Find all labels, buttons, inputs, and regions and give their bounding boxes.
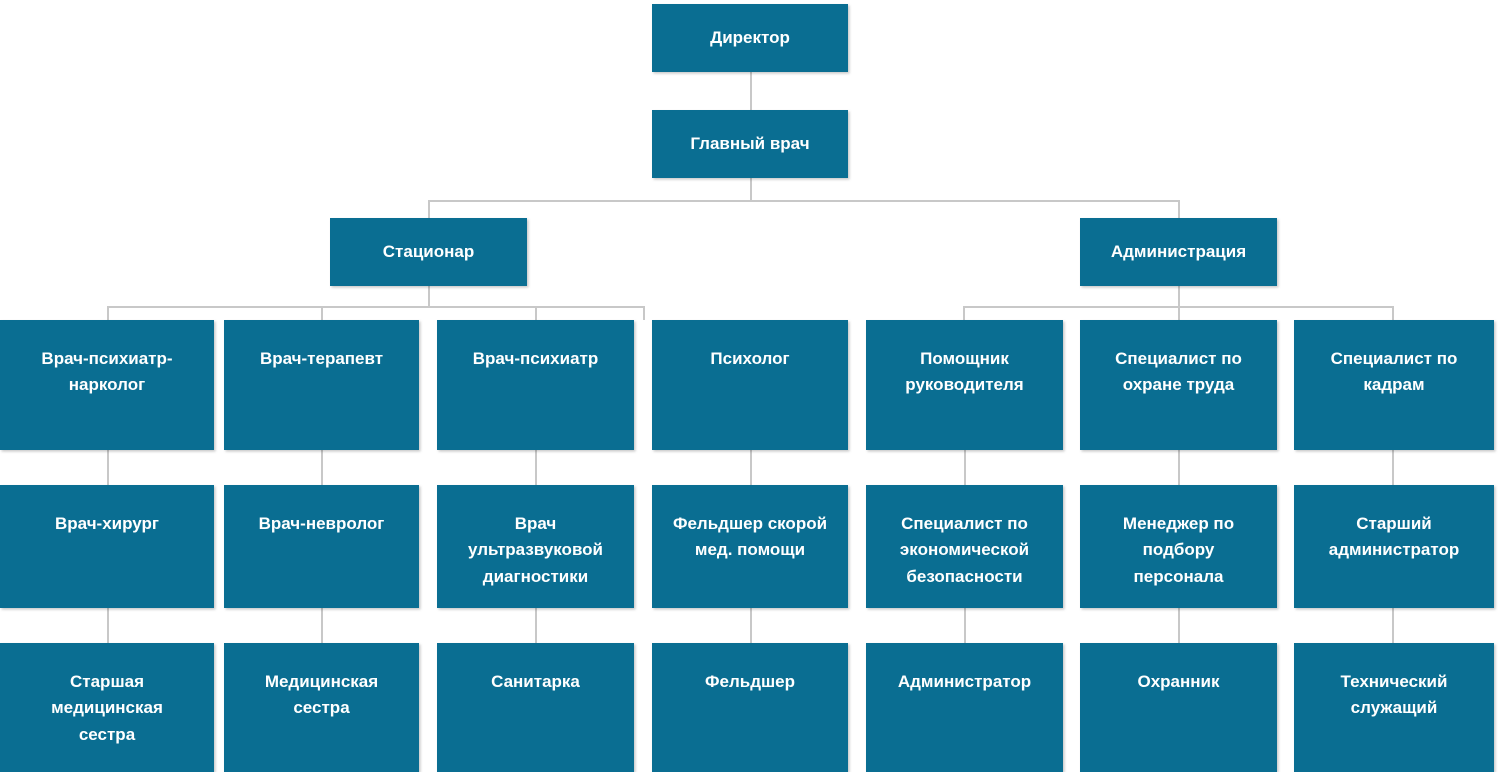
connector-r4c3-r5c3 [535,608,537,643]
connector-r4c2-r5c2 [321,608,323,643]
connector-hospital-child-2 [321,306,323,320]
node-row5-col3[interactable]: Санитарка [437,643,634,772]
node-row5-col6[interactable]: Охранник [1080,643,1277,772]
node-administration[interactable]: Администрация [1080,218,1277,286]
node-row5-col5[interactable]: Администратор [866,643,1063,772]
connector-administration-drop [1178,286,1180,306]
connector-r4c5-r5c5 [964,608,966,643]
connector-r3c3-r4c3 [535,450,537,485]
node-director[interactable]: Директор [652,4,848,72]
connector-hospital-bus [107,306,644,308]
node-row4-col5[interactable]: Специалист по экономической безопасности [866,485,1063,608]
connector-bus-to-hospital [428,200,430,218]
node-row3-col5[interactable]: Помощник руководителя [866,320,1063,450]
connector-r3c2-r4c2 [321,450,323,485]
node-hospital[interactable]: Стационар [330,218,527,286]
node-row4-col2[interactable]: Врач-невролог [224,485,419,608]
node-row5-col1[interactable]: Старшая медицинская сестра [0,643,214,772]
node-row3-col7[interactable]: Специалист по кадрам [1294,320,1494,450]
connector-administration-child-1 [963,306,965,320]
connector-r3c5-r4c5 [964,450,966,485]
connector-administration-child-2 [1178,306,1180,320]
connector-r4c1-r5c1 [107,608,109,643]
connector-director-chief [750,72,752,110]
connector-hospital-drop [428,286,430,306]
connector-r4c4-r5c4 [750,608,752,643]
connector-r3c1-r4c1 [107,450,109,485]
connector-r4c6-r5c6 [1178,608,1180,643]
connector-hospital-child-3 [535,306,537,320]
node-row4-col7[interactable]: Старший администратор [1294,485,1494,608]
node-row4-col3[interactable]: Врач ультразвуковой диагностики [437,485,634,608]
connector-bus-to-administration [1178,200,1180,218]
node-chief-doctor[interactable]: Главный врач [652,110,848,178]
node-row5-col2[interactable]: Медицинская сестра [224,643,419,772]
node-row4-col1[interactable]: Врач-хирург [0,485,214,608]
connector-administration-child-3 [1392,306,1394,320]
node-row3-col3[interactable]: Врач-психиатр [437,320,634,450]
node-row3-col4[interactable]: Психолог [652,320,848,450]
connector-r4c7-r5c7 [1392,608,1394,643]
connector-chief-bus [428,200,1180,202]
node-row4-col6[interactable]: Менеджер по подбору персонала [1080,485,1277,608]
node-row3-col6[interactable]: Специалист по охране труда [1080,320,1277,450]
node-row3-col2[interactable]: Врач-терапевт [224,320,419,450]
connector-r3c4-r4c4 [750,450,752,485]
node-row4-col4[interactable]: Фельдшер скорой мед. помощи [652,485,848,608]
connector-chief-drop [750,178,752,200]
node-row5-col4[interactable]: Фельдшер [652,643,848,772]
connector-r3c7-r4c7 [1392,450,1394,485]
connector-hospital-child-4 [643,306,645,320]
node-row3-col1[interactable]: Врач-психиатр- нарколог [0,320,214,450]
connector-hospital-child-1 [107,306,109,320]
connector-r3c6-r4c6 [1178,450,1180,485]
node-row5-col7[interactable]: Технический служащий [1294,643,1494,772]
